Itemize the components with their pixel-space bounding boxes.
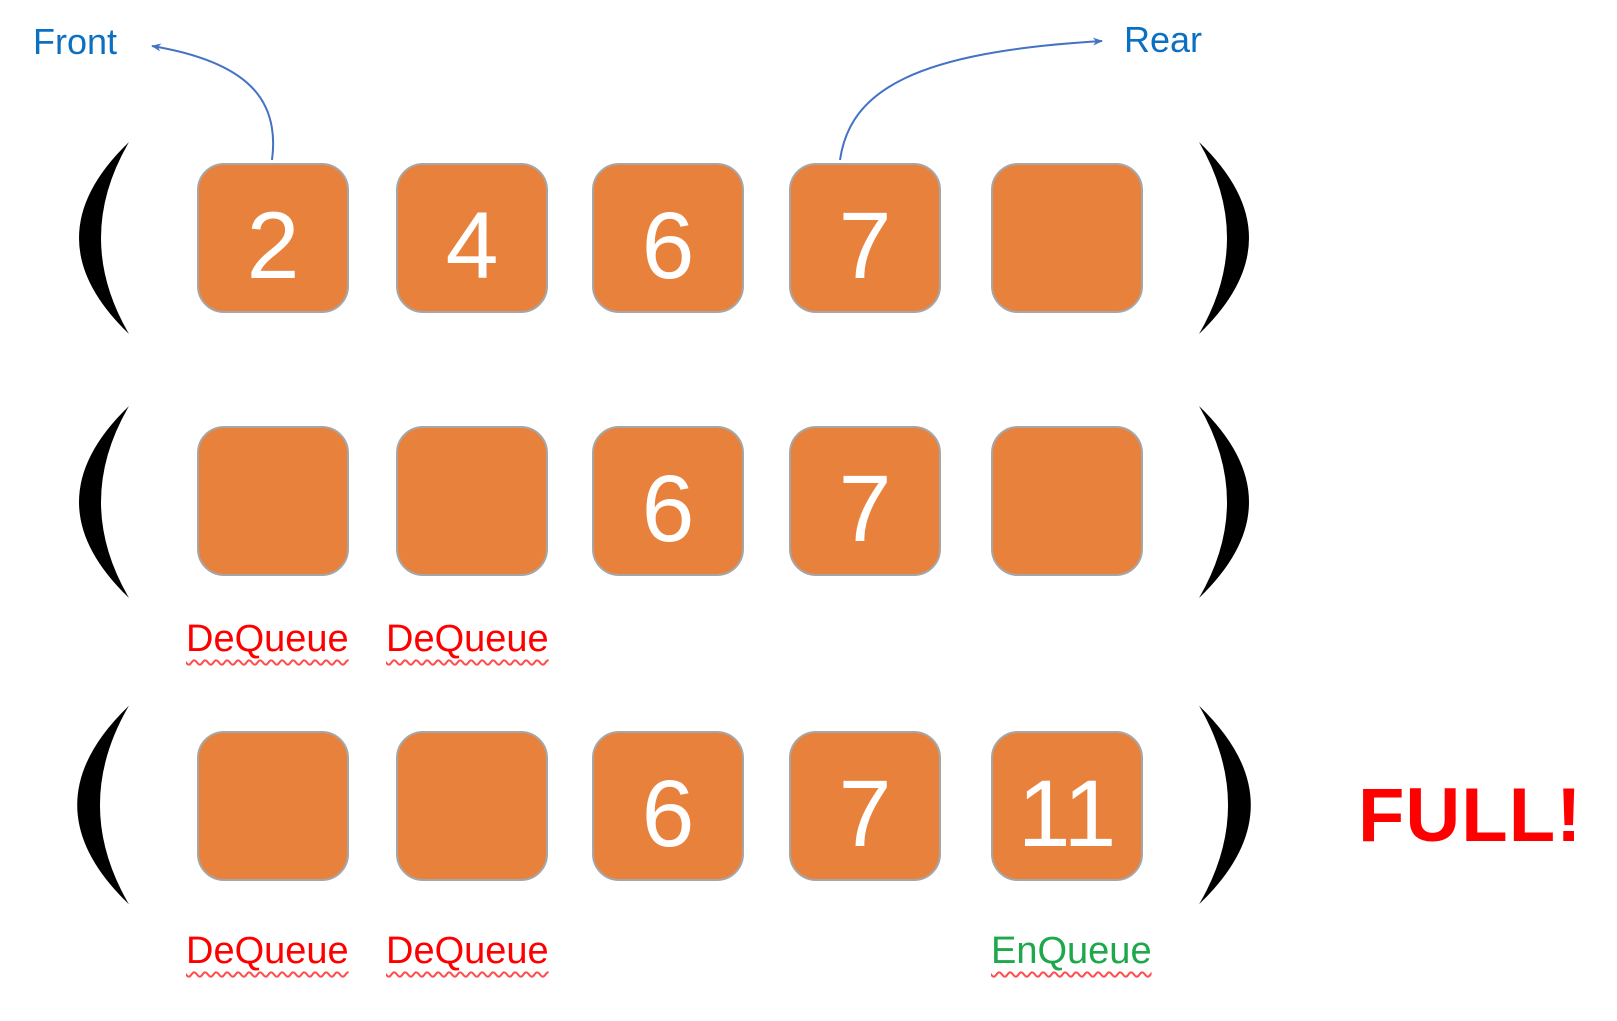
dequeue-label: DeQueue	[386, 930, 549, 972]
enqueue-label: EnQueue	[991, 930, 1152, 972]
queue-cell	[396, 426, 548, 576]
cell-value: 7	[838, 192, 892, 299]
queue-cell	[197, 426, 349, 576]
queue-cell: 6	[592, 426, 744, 576]
cell-value: 6	[641, 760, 695, 867]
open-paren-icon	[79, 142, 129, 334]
dequeue-label: DeQueue	[386, 618, 549, 660]
queue-cell: 7	[789, 426, 941, 576]
close-paren-icon	[1199, 406, 1249, 598]
rear-pointer-label: Rear	[1124, 19, 1203, 60]
cell-value: 6	[641, 192, 695, 299]
rear-arrow	[839, 37, 1103, 161]
queue-cell: 7	[789, 731, 941, 881]
dequeue-label: DeQueue	[186, 618, 349, 660]
queue-cell	[396, 731, 548, 881]
queue-cell: 11	[991, 731, 1143, 881]
queue-cell: 4	[396, 163, 548, 313]
cell-value: 11	[1017, 760, 1117, 867]
queue-cell: 2	[197, 163, 349, 313]
front-arrow	[151, 43, 275, 161]
full-status-label: FULL!	[1358, 773, 1583, 858]
queue-cell	[991, 163, 1143, 313]
close-paren-icon	[1199, 142, 1249, 334]
queue-cell	[197, 731, 349, 881]
close-paren-icon	[1199, 705, 1251, 905]
open-paren-icon	[77, 705, 129, 905]
front-pointer-label: Front	[33, 21, 118, 62]
dequeue-label: DeQueue	[186, 930, 349, 972]
queue-cell: 6	[592, 163, 744, 313]
open-paren-icon	[79, 406, 129, 598]
cell-value: 6	[641, 455, 695, 562]
cell-value: 7	[838, 455, 892, 562]
cell-value: 2	[246, 192, 300, 299]
queue-cell: 7	[789, 163, 941, 313]
cell-value: 4	[445, 192, 499, 299]
cell-value: 7	[838, 760, 892, 867]
queue-cell: 6	[592, 731, 744, 881]
queue-cell	[991, 426, 1143, 576]
